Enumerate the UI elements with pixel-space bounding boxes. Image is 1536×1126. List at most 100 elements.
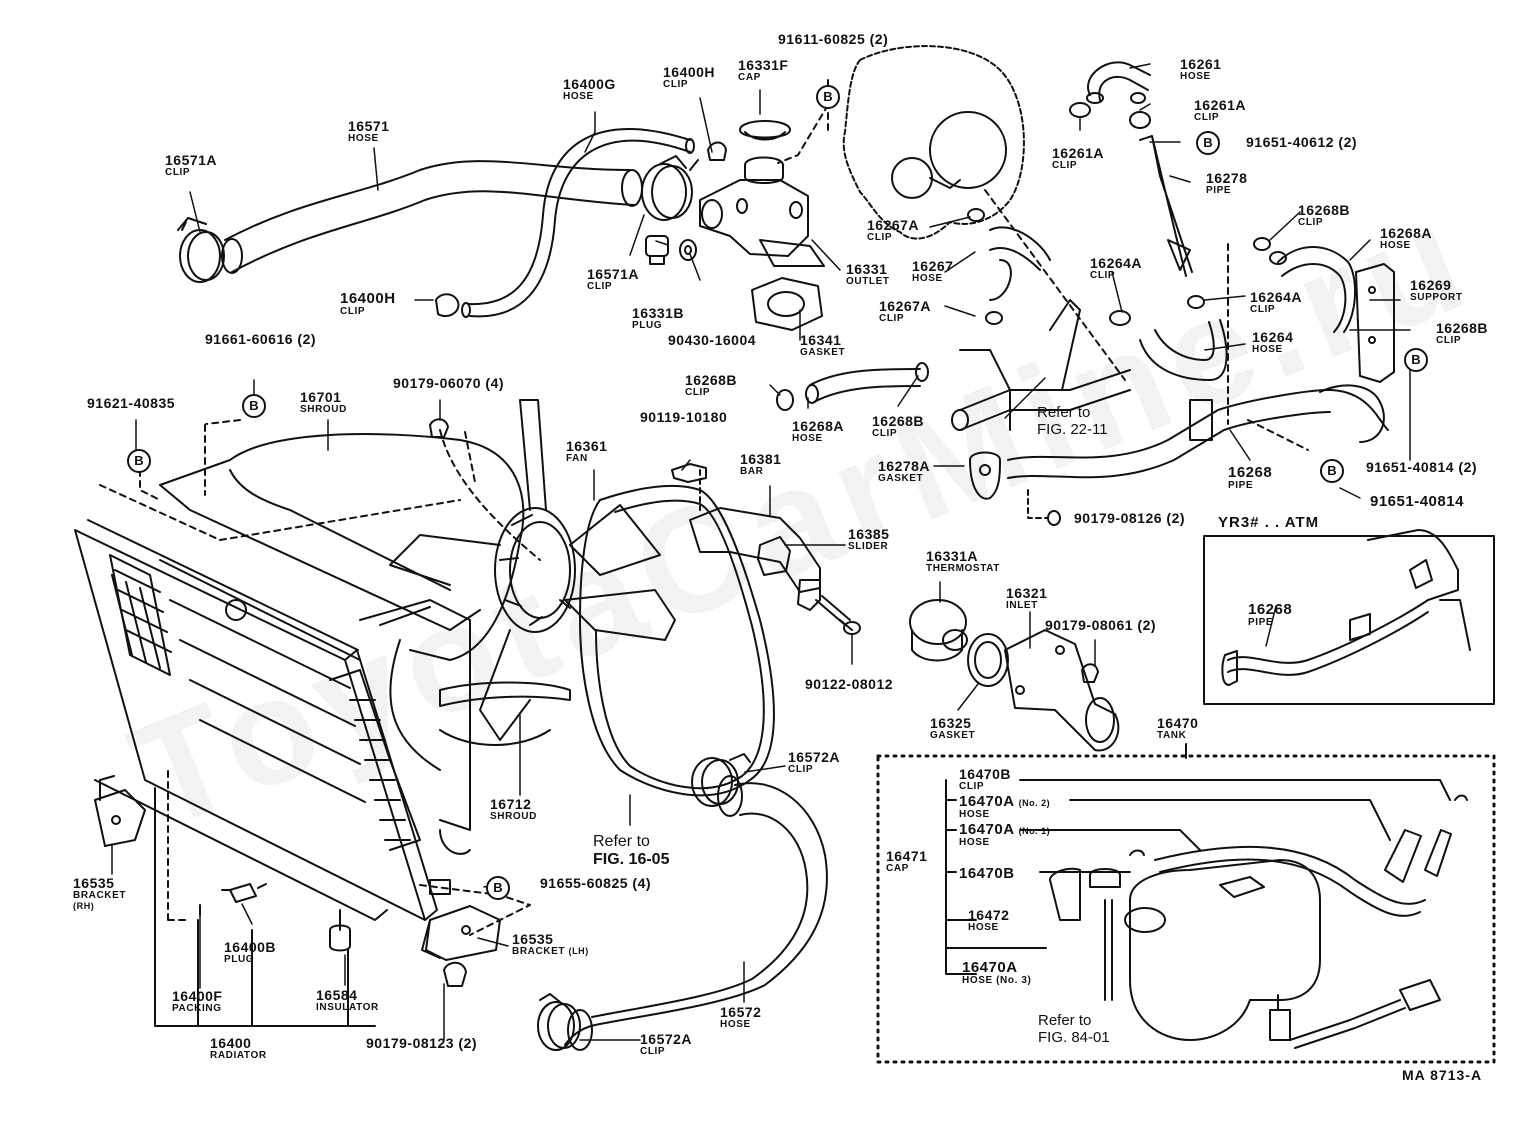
label-91621: 91621-40835 (87, 395, 176, 411)
shroud-16701 (159, 433, 525, 855)
engine-outline (842, 45, 1025, 240)
diagram-code: MA 8713-A (1402, 1067, 1483, 1083)
bolt-90179-08126 (1047, 510, 1061, 526)
bolt-marker-b: B (816, 85, 840, 109)
gasket-16325 (967, 633, 1009, 687)
reservoir-tank-16470 (1124, 859, 1321, 1041)
label-16470A-no1: 16470A (No. 1)HOSE (959, 821, 1051, 848)
label-90179-08061: 90179-08061 (2) (1045, 617, 1157, 633)
upper-radiator-hose (221, 160, 643, 274)
reservoir-hoses (1049, 794, 1468, 1001)
label-91661: 91661-60616 (2) (205, 331, 317, 347)
clip-16571A-left (177, 217, 225, 283)
clip-16571A-right (641, 155, 699, 221)
water-outlet-16331 (699, 120, 825, 267)
bracket-16535-rh (94, 775, 146, 847)
water-pipe-16268 (776, 299, 1389, 479)
plug-16331B (645, 235, 669, 265)
slider-16385 (757, 536, 821, 611)
label-91611: 91611-60825 (2) (778, 31, 889, 47)
label-91651-40814: 91651-40814 (1370, 493, 1464, 510)
gasket-16278A (969, 451, 1001, 500)
hose-16267 (967, 208, 1051, 325)
gasket-16341 (751, 277, 823, 331)
bypass-hose-16400G (435, 128, 695, 318)
support-16269 (1355, 263, 1395, 383)
bolt-90179-06070 (429, 418, 449, 438)
pipe-16278 (1139, 135, 1193, 277)
drain-plug-16400B (221, 883, 267, 903)
hose-16261 (1086, 61, 1151, 104)
fan-16361 (389, 399, 676, 741)
bolt-marker-b: B (242, 394, 266, 418)
bolt-marker-b: B (486, 876, 510, 900)
label-90179-08126: 90179-08126 (2) (1074, 510, 1186, 526)
bolt-marker-b: B (1320, 459, 1344, 483)
bolt-90179-08061 (1081, 663, 1099, 683)
leader-lines (111, 63, 1411, 1041)
level-sensor (1269, 979, 1441, 1049)
label-91651-40612: 91651-40612 (2) (1246, 134, 1358, 150)
label-90179-08123: 90179-08123 (2) (366, 1035, 478, 1051)
bolt-marker-b: B (1404, 348, 1428, 372)
clip-16572A-top (691, 753, 751, 807)
bolt-90122 (815, 595, 861, 635)
clip-16572A-low (537, 993, 581, 1051)
label-91651-40814-2: 91651-40814 (2) (1366, 459, 1478, 475)
washer-90430 (679, 239, 697, 261)
inlet-16321 (1004, 629, 1120, 752)
inset-pipe-16268 (1221, 529, 1471, 686)
hose-16264 (1109, 295, 1228, 381)
clips-16261A (1069, 92, 1151, 129)
bolt-marker-b: B (1196, 131, 1220, 155)
label-90430: 90430-16004 (668, 332, 757, 348)
label-16470B-mid: 16470B (959, 865, 1015, 882)
inset-title: YR3# . . ATM (1218, 514, 1320, 531)
bolt-90179-08123 (443, 961, 467, 987)
